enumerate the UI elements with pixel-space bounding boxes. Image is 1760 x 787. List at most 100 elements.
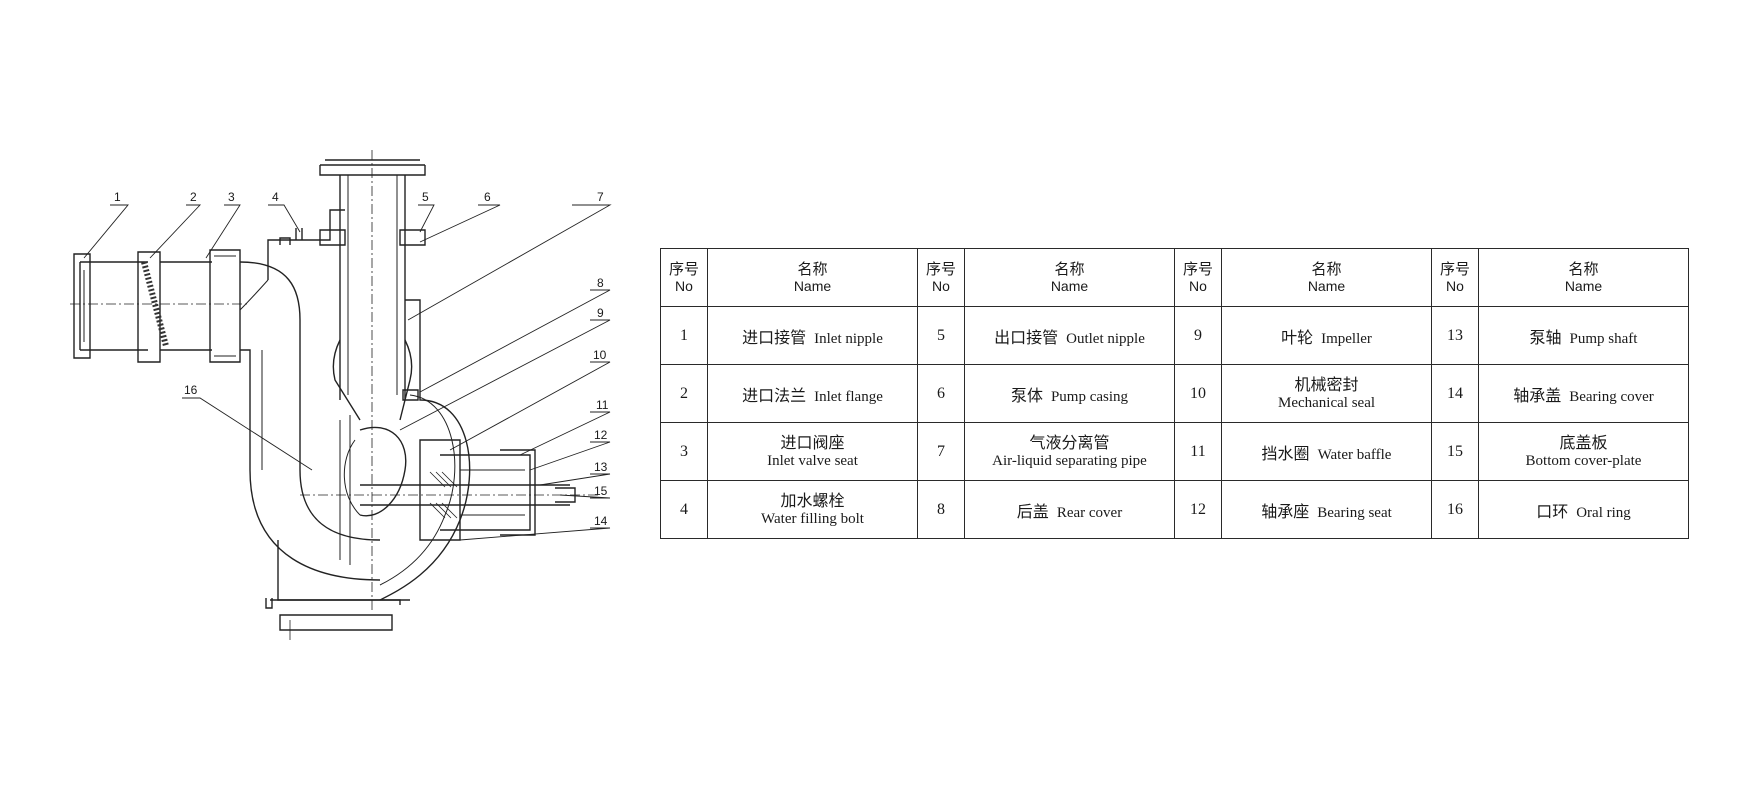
part-name-en: Inlet flange <box>814 388 883 405</box>
part-name: 进口法兰 Inlet flange <box>707 364 918 423</box>
callout-1: 1 <box>114 190 121 204</box>
part-number: 4 <box>660 480 708 539</box>
part-number: 16 <box>1431 480 1479 539</box>
callout-11: 11 <box>596 398 609 412</box>
part-number: 6 <box>917 364 965 423</box>
leader-lines <box>83 204 612 541</box>
part-name-en: Bearing cover <box>1569 388 1654 405</box>
part-name-zh: 轴承盖 <box>1513 385 1562 405</box>
part-name-zh: 气液分离管 <box>1029 432 1110 452</box>
part-name-zh: 泵体 <box>1010 385 1043 405</box>
callout-3: 3 <box>228 190 235 204</box>
part-name: 轴承座 Bearing seat <box>1221 480 1432 539</box>
parts-table-body: 1 进口接管 Inlet nipple 5 出口接管 Outlet nipple 9 叶轮 Im… <box>660 306 1689 539</box>
callout-15: 15 <box>594 484 608 498</box>
part-name: 出口接管 Outlet nipple <box>964 306 1175 365</box>
part-number: 5 <box>917 306 965 365</box>
part-name-en: Inlet valve seat <box>767 452 858 469</box>
part-name: 泵轴 Pump shaft <box>1478 306 1689 365</box>
pump-section-drawing: 1 2 3 4 5 6 7 8 9 10 11 12 13 15 14 16 <box>0 0 660 787</box>
callout-numbers: 1 2 3 4 5 6 7 8 9 10 11 12 13 15 14 16 <box>114 190 609 528</box>
part-name-zh: 后盖 <box>1016 501 1049 521</box>
part-name-en: Oral ring <box>1576 504 1631 521</box>
part-number: 12 <box>1174 480 1222 539</box>
part-number: 1 <box>660 306 708 365</box>
part-name-en: Pump casing <box>1050 388 1129 405</box>
part-name-zh: 叶轮 <box>1281 327 1314 347</box>
part-number: 8 <box>917 480 965 539</box>
part-name-zh: 进口阀座 <box>780 432 845 452</box>
part-name-zh: 挡水圈 <box>1261 443 1310 463</box>
part-number: 10 <box>1174 364 1222 423</box>
part-name-en: Rear cover <box>1056 504 1123 521</box>
part-name-zh: 加水螺栓 <box>780 490 845 510</box>
part-name-en: Water baffle <box>1317 446 1392 463</box>
part-name-en: Outlet nipple <box>1066 330 1145 347</box>
part-name-en: Pump shaft <box>1569 330 1638 347</box>
part-name: 进口接管 Inlet nipple <box>707 306 918 365</box>
part-name-zh: 口环 <box>1536 501 1569 521</box>
part-name-en: Bottom cover-plate <box>1525 452 1642 469</box>
part-name: 口环 Oral ring <box>1478 480 1689 539</box>
callout-14: 14 <box>594 514 608 528</box>
part-name-zh: 机械密封 <box>1294 374 1359 394</box>
part-name-en: Water filling bolt <box>761 510 864 527</box>
callout-4: 4 <box>272 190 279 204</box>
part-name-zh: 泵轴 <box>1529 327 1562 347</box>
part-name-en: Air-liquid separating pipe <box>992 452 1147 469</box>
part-name-zh: 出口接管 <box>994 327 1059 347</box>
callout-2: 2 <box>190 190 197 204</box>
part-number: 14 <box>1431 364 1479 423</box>
part-number: 3 <box>660 422 708 481</box>
callout-10: 10 <box>593 348 607 362</box>
pump-section-svg: 1 2 3 4 5 6 7 8 9 10 11 12 13 15 14 16 <box>70 150 612 640</box>
part-name: 轴承盖 Bearing cover <box>1478 364 1689 423</box>
pump-body-outline <box>70 150 600 640</box>
part-number: 11 <box>1174 422 1222 481</box>
callout-16: 16 <box>184 383 198 397</box>
part-name-zh: 进口法兰 <box>742 385 807 405</box>
part-number: 9 <box>1174 306 1222 365</box>
part-number: 2 <box>660 364 708 423</box>
table-row: 1 进口接管 Inlet nipple 5 出口接管 Outlet nipple 9 叶轮 Im… <box>660 306 1689 365</box>
callout-6: 6 <box>484 190 491 204</box>
part-name-en: Mechanical seal <box>1277 394 1376 411</box>
part-name-en: Bearing seat <box>1317 504 1392 521</box>
callout-7: 7 <box>597 190 604 204</box>
part-name-en: Impeller <box>1321 330 1372 347</box>
callout-12: 12 <box>594 428 608 442</box>
part-number: 7 <box>917 422 965 481</box>
callout-5: 5 <box>422 190 429 204</box>
part-name-zh: 轴承座 <box>1261 501 1310 521</box>
part-number: 15 <box>1431 422 1479 481</box>
part-name: 泵体 Pump casing <box>964 364 1175 423</box>
part-name-zh: 底盖板 <box>1559 432 1608 452</box>
callout-13: 13 <box>594 460 608 474</box>
part-name: 挡水圈 Water baffle <box>1221 422 1432 481</box>
part-name: 后盖 Rear cover <box>964 480 1175 539</box>
part-name-en: Inlet nipple <box>814 330 883 347</box>
callout-9: 9 <box>597 306 604 320</box>
part-name-zh: 进口接管 <box>742 327 807 347</box>
callout-8: 8 <box>597 276 604 290</box>
part-name: 叶轮 Impeller <box>1221 306 1432 365</box>
part-number: 13 <box>1431 306 1479 365</box>
